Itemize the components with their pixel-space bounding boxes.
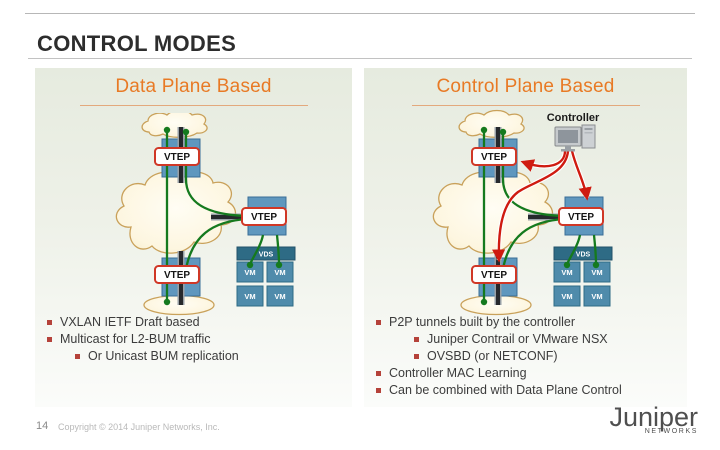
network-cloud-bottom-icon [460,294,532,316]
vm-label: VM [244,292,255,301]
vm-label: VM [561,292,572,301]
data-plane-bullets: VXLAN IETF Draft based Multicast for L2-… [47,316,348,367]
top-divider [25,13,695,14]
vtep-switch-top [478,138,518,178]
bullet-square-icon [376,320,381,325]
transport-links [494,127,584,305]
green-tunnel-links [482,130,598,302]
bullet-square-icon [75,354,80,359]
bullet-text: OVSBD (or NETCONF) [427,349,558,363]
vds-label: VDS [576,252,591,259]
network-cloud-bottom-icon [143,294,215,316]
vtep-label: VTEP [568,212,594,223]
vm-label: VM [244,268,255,277]
bullet-item: VXLAN IETF Draft based [47,316,348,329]
juniper-logo-networks: NETWORKS [644,428,698,435]
vtep-switch-right [247,196,287,236]
data-plane-diagram: VDS VM VM VM VM [115,113,296,316]
bullet-text: VXLAN IETF Draft based [60,315,200,329]
panel-title-data-plane: Data Plane Based [115,76,272,97]
vtep-label: VTEP [164,152,190,163]
wan-cloud-icon [115,171,237,254]
bullet-text: Juniper Contrail or VMware NSX [427,332,608,346]
vds-block: VDS VM VM VM VM [236,246,296,307]
bullet-item: Can be combined with Data Plane Control [376,384,683,397]
controller-icon [554,124,596,152]
vtep-switch-bottom [161,257,201,297]
bullet-square-icon [47,320,52,325]
vtep-switch-top [161,138,201,178]
panel-title-underline [411,105,640,106]
panel-data-plane: Data Plane Based VDS VM [35,68,352,407]
bullet-item: Juniper Contrail or VMware NSX [414,333,683,346]
vds-label: VDS [259,252,274,259]
panel-title-underline [79,105,308,106]
vm-label: VM [591,268,602,277]
controller-arrows [492,150,592,263]
vm-label: VM [591,292,602,301]
bullet-text: P2P tunnels built by the controller [389,315,575,329]
green-tunnel-links [165,130,281,302]
vtep-labels: VTEP VTEP VTEP [471,147,604,284]
bullet-text: Or Unicast BUM replication [88,349,239,363]
bullet-text: Controller MAC Learning [389,366,527,380]
panel-title-control-plane: Control Plane Based [436,76,615,97]
bullet-square-icon [414,337,419,342]
panel-control-plane: Control Plane Based VDS [364,68,687,407]
control-plane-diagram: VDS VM VM VM VM [432,109,613,316]
page-number: 14 [36,420,49,432]
vm-label: VM [561,268,572,277]
bullet-item: OVSBD (or NETCONF) [414,350,683,363]
bullet-square-icon [376,388,381,393]
vtep-label: VTEP [481,152,507,163]
bullet-square-icon [414,354,419,359]
wan-cloud-icon [432,171,554,254]
vtep-label: VTEP [481,270,507,281]
copyright-text: Copyright © 2014 Juniper Networks, Inc. [58,422,220,432]
network-cloud-top-icon [141,113,208,138]
vm-label: VM [274,268,285,277]
bullet-item: Multicast for L2-BUM traffic [47,333,348,346]
green-tunnel-endpoints [480,126,600,306]
vtep-labels: VTEP VTEP VTEP [154,147,287,284]
transport-links [177,127,267,305]
bullet-text: Multicast for L2-BUM traffic [60,332,211,346]
slide-title: CONTROL MODES [37,31,237,56]
green-tunnel-endpoints [163,126,283,306]
juniper-logo: Juniper NETWORKS [609,402,698,436]
vtep-switch-right [564,196,604,236]
bullet-square-icon [376,371,381,376]
juniper-logo-wordmark: Juniper [609,402,698,432]
bullet-item: Or Unicast BUM replication [75,350,348,363]
vds-block: VDS VM VM VM VM [553,246,613,307]
vtep-label: VTEP [164,270,190,281]
bullet-item: Controller MAC Learning [376,367,683,380]
vm-label: VM [274,292,285,301]
title-divider [28,58,692,59]
bullet-item: P2P tunnels built by the controller [376,316,683,329]
bullet-square-icon [47,337,52,342]
control-plane-bullets: P2P tunnels built by the controller Juni… [376,316,683,401]
network-cloud-top-icon [458,109,525,138]
bullet-text: Can be combined with Data Plane Control [389,383,622,397]
vtep-switch-bottom [478,257,518,297]
vtep-label: VTEP [251,212,277,223]
controller-label: Controller [547,112,600,124]
